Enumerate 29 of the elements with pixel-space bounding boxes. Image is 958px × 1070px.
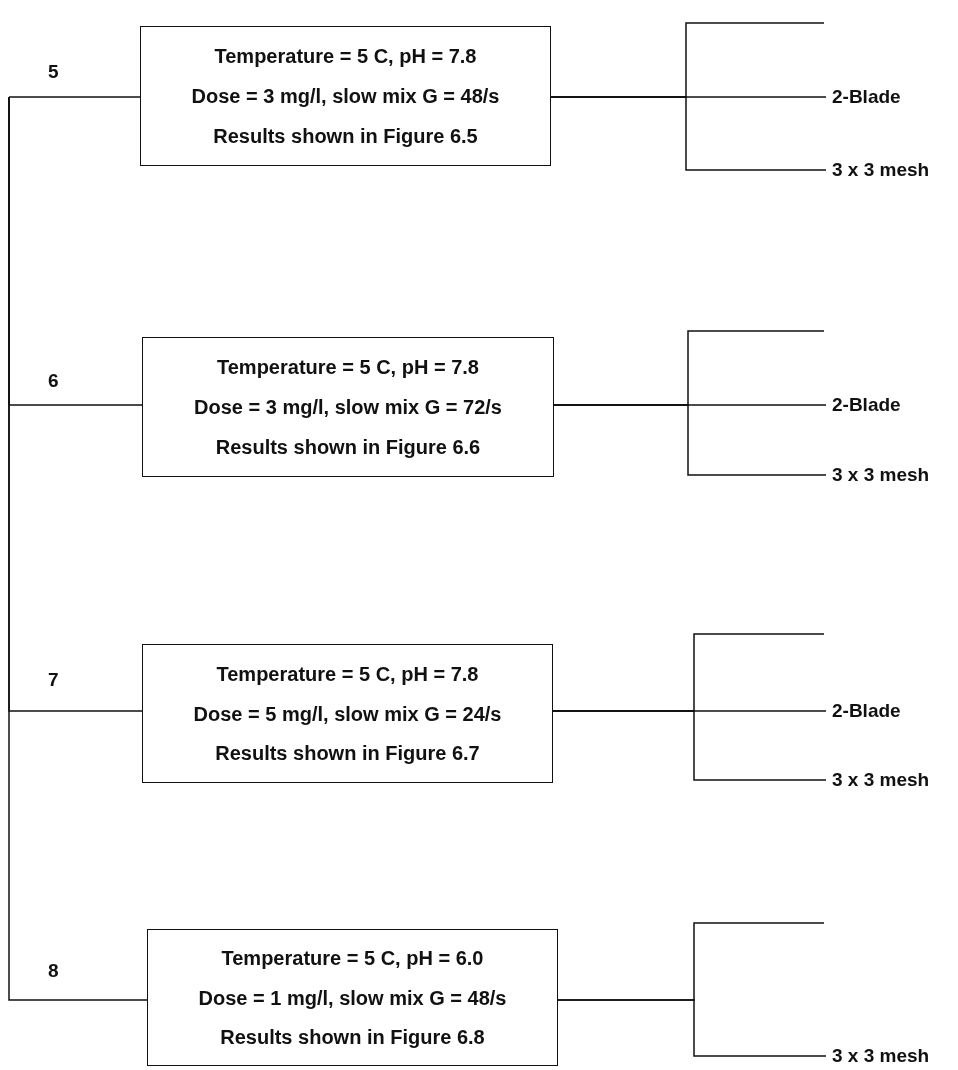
process-box xyxy=(147,929,558,1066)
connector-line xyxy=(8,96,141,98)
condition-text: Results shown in Figure 6.7 xyxy=(215,742,480,765)
condition-text: Results shown in Figure 6.8 xyxy=(220,1025,485,1048)
option-label: 2-Blade xyxy=(826,86,901,108)
process-box xyxy=(140,26,551,166)
condition-text: Temperature = 5 C, pH = 6.0 xyxy=(221,947,484,970)
condition-text: Temperature = 5 C, pH = 7.8 xyxy=(214,45,477,67)
option-label: 3 x 3 mesh xyxy=(826,1045,930,1067)
connector-line xyxy=(553,404,827,476)
condition-text: Results shown in Figure 6.5 xyxy=(213,125,478,147)
connector-line xyxy=(557,999,827,1057)
condition-text: Temperature = 5 C, pH = 7.8 xyxy=(216,662,479,685)
condition-text: Dose = 3 mg/l, slow mix G = 72/s xyxy=(194,396,502,418)
option-label: 2-Blade xyxy=(826,394,901,416)
condition-text: Dose = 1 mg/l, slow mix G = 48/s xyxy=(198,986,507,1009)
option-label: 3 x 3 mesh xyxy=(826,464,930,486)
connector-line xyxy=(550,96,827,171)
connector-line xyxy=(552,710,827,781)
option-label: 2-Blade xyxy=(826,700,901,722)
connector-line xyxy=(8,96,148,1001)
condition-text: Dose = 3 mg/l, slow mix G = 48/s xyxy=(191,85,500,107)
process-box xyxy=(142,644,553,783)
process-box xyxy=(142,337,554,477)
condition-text: Temperature = 5 C, pH = 7.8 xyxy=(217,356,479,378)
option-label: 3 x 3 mesh xyxy=(826,769,930,791)
option-label: 3 x 3 mesh xyxy=(826,159,930,181)
condition-text: Results shown in Figure 6.6 xyxy=(215,436,481,458)
condition-text: Dose = 5 mg/l, slow mix G = 24/s xyxy=(193,702,502,725)
